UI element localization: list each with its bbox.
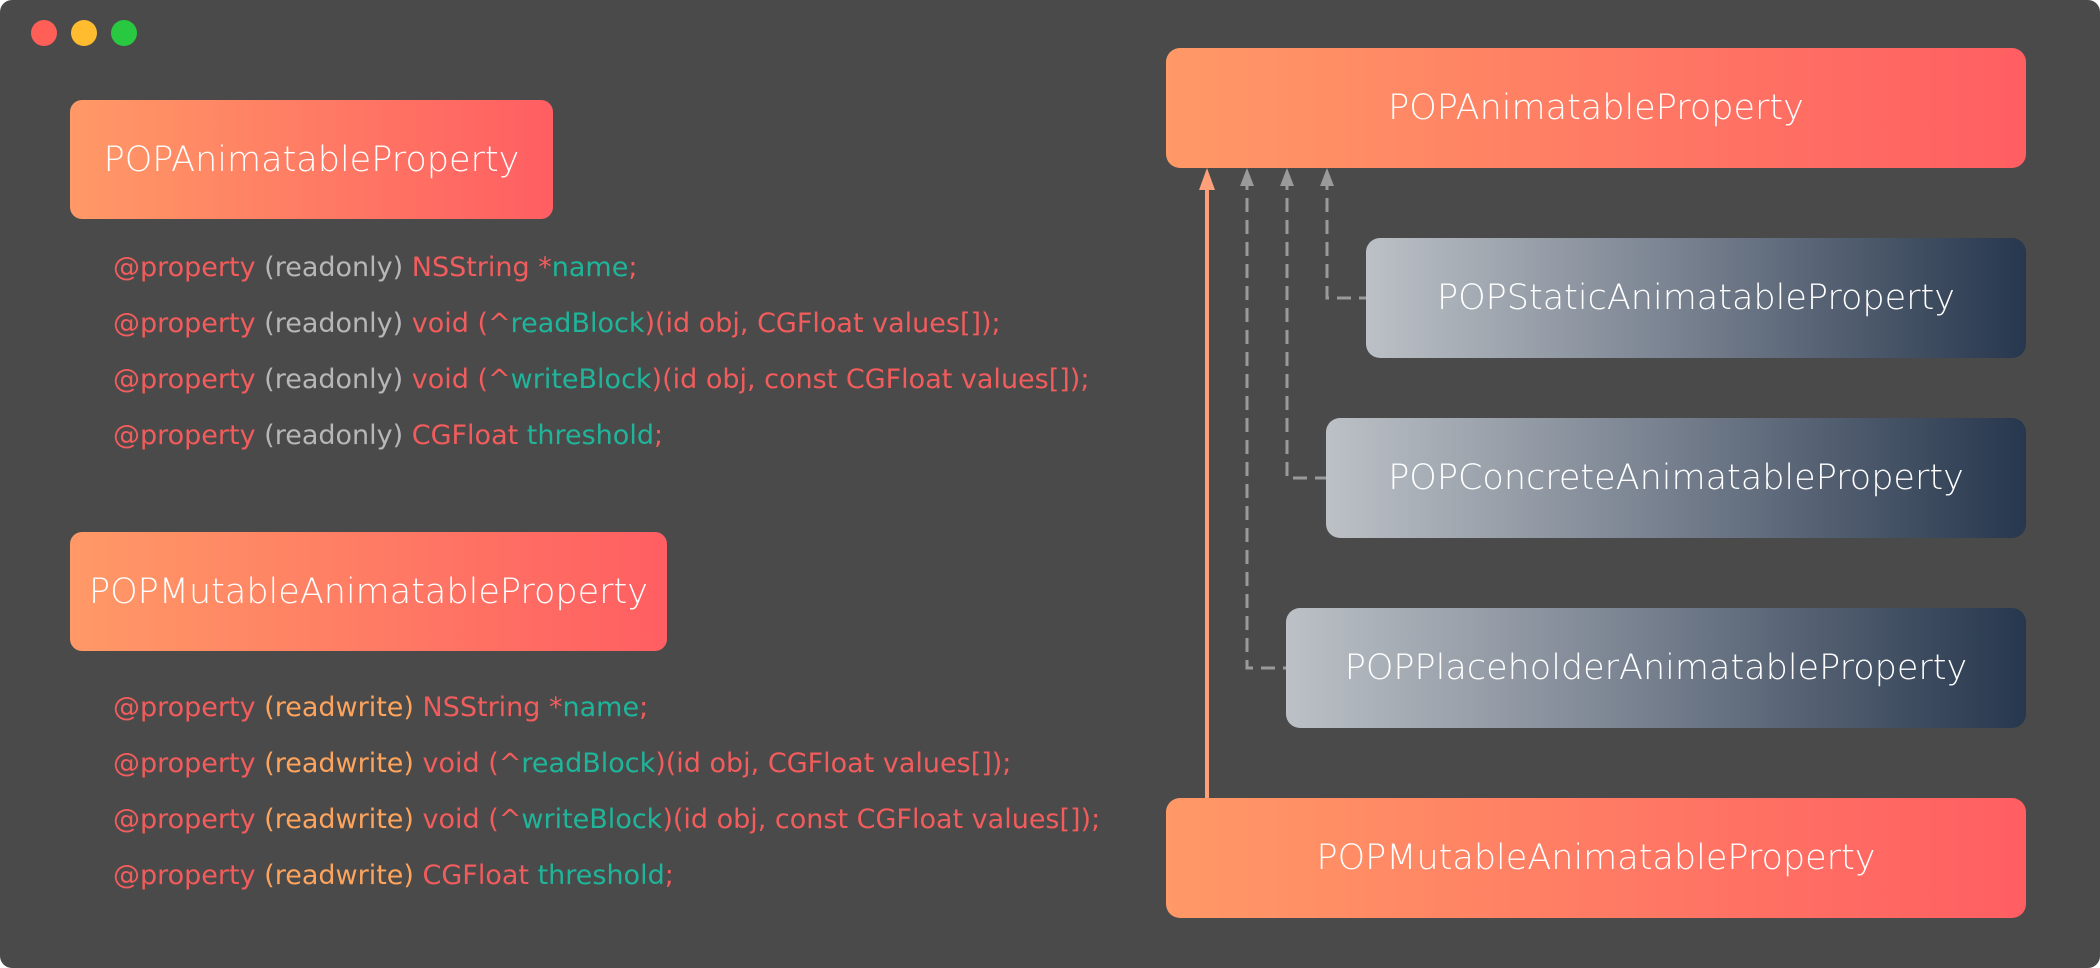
code-token: ;: [639, 692, 649, 723]
code-token: ;: [664, 860, 674, 891]
code-token: )(id obj, const CGFloat values[]);: [651, 364, 1090, 395]
arrowhead-placeholder: [1240, 168, 1254, 186]
dashed-connector-concrete: [1285, 176, 1326, 480]
code-token: CGFloat: [422, 860, 538, 891]
code-token: writeBlock: [510, 364, 652, 395]
code-token: @property: [113, 308, 265, 339]
property-declaration-line: @property (readonly) CGFloat threshold;: [113, 420, 663, 452]
code-token: writeBlock: [521, 804, 663, 835]
class-box-animatable-property: POPAnimatableProperty: [70, 100, 553, 219]
code-token: @property: [113, 748, 265, 779]
property-declaration-line: @property (readwrite) void (^writeBlock)…: [113, 804, 1100, 836]
code-token: ;: [653, 420, 664, 451]
property-declaration-line: @property (readonly) NSString *name;: [113, 252, 637, 284]
code-token: (readonly): [264, 252, 412, 283]
code-token: @property: [113, 692, 265, 723]
code-token: *: [538, 252, 552, 283]
code-token: (readwrite): [264, 860, 423, 891]
property-declaration-line: @property (readwrite) NSString *name;: [113, 692, 648, 724]
code-token: threshold: [537, 860, 665, 891]
arrowhead-mutable: [1199, 168, 1215, 190]
property-declaration-line: @property (readwrite) CGFloat threshold;: [113, 860, 674, 892]
code-token: void (^: [422, 748, 522, 779]
arrowhead-concrete: [1280, 168, 1294, 186]
code-token: void (^: [411, 364, 511, 395]
hierarchy-box-animatable-property: POPAnimatableProperty: [1166, 48, 2026, 168]
code-token: threshold: [526, 420, 654, 451]
code-token: @property: [113, 364, 265, 395]
hierarchy-box-mutable-animatable-property: POPMutableAnimatableProperty: [1166, 798, 2026, 918]
dashed-connector-static: [1325, 176, 1366, 300]
code-token: (readwrite): [264, 748, 423, 779]
zoom-window-button[interactable]: [111, 20, 137, 46]
property-declaration-line: @property (readonly) void (^readBlock)(i…: [113, 308, 1001, 340]
code-token: @property: [113, 804, 265, 835]
code-token: NSString: [422, 692, 550, 723]
code-token: (readonly): [264, 420, 412, 451]
code-token: (readonly): [264, 364, 412, 395]
code-token: name: [562, 692, 640, 723]
class-box-mutable-animatable-property: POPMutableAnimatableProperty: [70, 532, 667, 651]
hierarchy-box-concrete-animatable-property: POPConcreteAnimatableProperty: [1326, 418, 2026, 538]
code-token: *: [549, 692, 563, 723]
property-declaration-line: @property (readwrite) void (^readBlock)(…: [113, 748, 1011, 780]
code-token: )(id obj, CGFloat values[]);: [655, 748, 1012, 779]
arrowhead-static: [1320, 168, 1334, 186]
code-token: ;: [628, 252, 638, 283]
close-window-button[interactable]: [31, 20, 57, 46]
code-token: (readwrite): [264, 804, 423, 835]
code-token: void (^: [422, 804, 522, 835]
hierarchy-box-static-animatable-property: POPStaticAnimatableProperty: [1366, 238, 2026, 358]
minimize-window-button[interactable]: [71, 20, 97, 46]
code-token: (readonly): [264, 308, 412, 339]
code-token: )(id obj, CGFloat values[]);: [644, 308, 1001, 339]
property-declaration-line: @property (readonly) void (^writeBlock)(…: [113, 364, 1089, 396]
code-token: CGFloat: [411, 420, 527, 451]
code-token: readBlock: [521, 748, 656, 779]
code-token: NSString: [411, 252, 539, 283]
code-token: @property: [113, 420, 265, 451]
code-token: @property: [113, 252, 265, 283]
code-token: readBlock: [510, 308, 645, 339]
dashed-connector-placeholder: [1245, 176, 1286, 670]
code-token: @property: [113, 860, 265, 891]
hierarchy-box-placeholder-animatable-property: POPPlaceholderAnimatableProperty: [1286, 608, 2026, 728]
code-token: (readwrite): [264, 692, 423, 723]
code-token: name: [551, 252, 629, 283]
code-token: void (^: [411, 308, 511, 339]
code-token: )(id obj, const CGFloat values[]);: [662, 804, 1101, 835]
